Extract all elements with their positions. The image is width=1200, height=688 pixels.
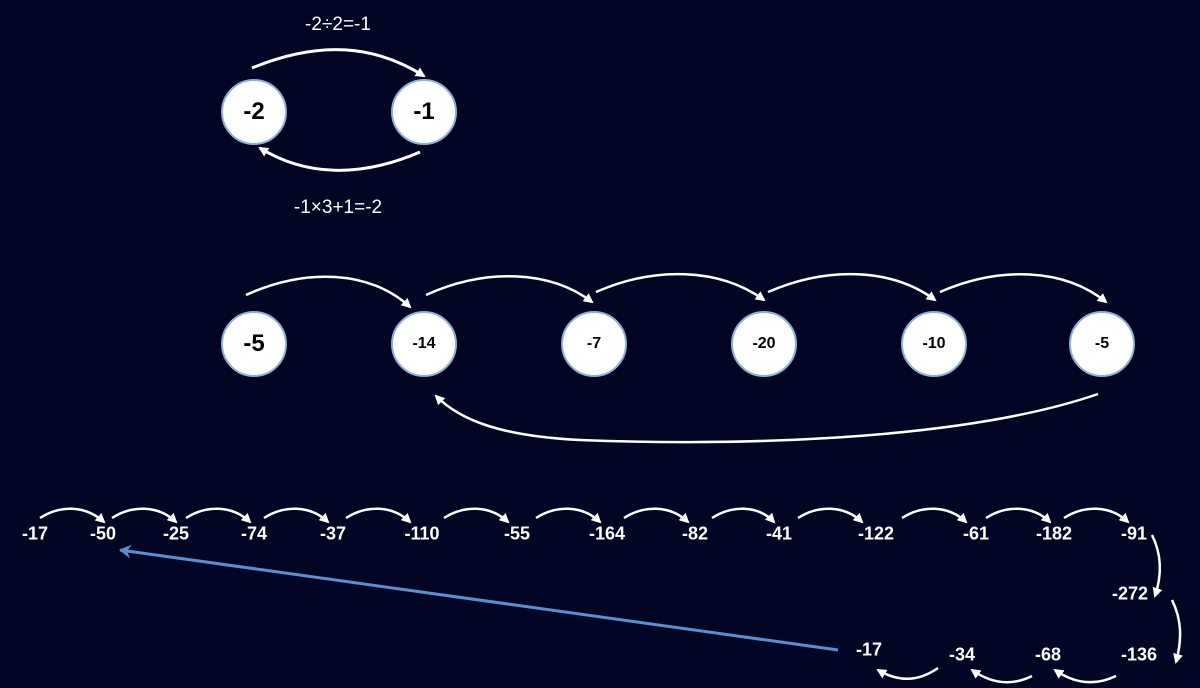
cycle3-loop-arrow [119,544,839,652]
cycle3-arrow-1 [39,507,106,524]
cycle2-node-1: -5 [221,311,287,377]
cycle1-node-minus-1: -1 [391,79,457,145]
cycle2-arrow-1 [245,275,412,309]
cycle3-number: -74 [240,523,268,544]
cycle3-number: -122 [857,523,895,544]
cycle3-number: -55 [503,523,531,544]
cycle3-arrow-5 [345,507,412,524]
cycle1-node-minus-2: -2 [221,79,287,145]
cycle3-arrow-4 [263,507,330,524]
cycle3-arrow-8 [623,507,690,524]
cycle2-node-3: -7 [561,311,627,377]
cycle3-arrow-18 [876,666,939,680]
cycle2-arrow-3 [595,272,766,302]
cycle3-number: -50 [89,523,117,544]
cycle3-arrow-17 [970,668,1033,684]
cycle1-arrow-top [251,48,426,78]
cycle3-number: -41 [765,523,793,544]
cycle3-number: -61 [962,523,990,544]
cycle3-arrow-9 [711,507,776,524]
cycle2-arrow-2 [425,275,594,304]
cycle3-arrow-12 [985,507,1052,524]
cycle1-top-equation: -2÷2=-1 [305,14,371,35]
cycle2-node-5: -10 [901,311,967,377]
cycle3-number: -68 [1034,644,1062,665]
cycle3-arrow-14 [1150,534,1163,598]
cycle2-arrow-5 [939,273,1108,304]
cycle2-node-4: -20 [731,311,797,377]
cycle2-node-2: -14 [391,311,457,377]
cycle3-arrow-6 [443,507,510,524]
cycle3-number: -136 [1120,644,1158,665]
cycle3-arrow-13 [1063,507,1130,524]
cycle3-number: -17 [21,523,49,544]
cycle3-number: -25 [162,523,190,544]
cycle3-number: -164 [588,523,626,544]
cycle3-arrow-10 [797,507,864,524]
cycle3-number: -82 [681,523,709,544]
cycle3-number: -272 [1111,583,1149,604]
cycle2-node-6: -5 [1069,311,1135,377]
cycle2-return-arrow [434,392,1099,444]
cycle1-bottom-equation: -1×3+1=-2 [293,197,383,218]
cycle3-number: -91 [1120,523,1148,544]
cycle2-arrow-4 [767,272,937,302]
cycle3-arrow-2 [111,507,178,524]
cycle3-arrow-3 [185,507,252,524]
cycle3-number: -110 [404,523,440,544]
cycle3-arrow-7 [535,507,602,524]
cycle3-arrow-15 [1170,599,1183,664]
cycle3-number: -34 [948,644,976,665]
cycle3-arrow-16 [1053,668,1117,684]
cycle3-number: -17 [855,639,883,660]
cycle3-number: -182 [1035,523,1073,544]
cycle3-arrow-11 [901,507,968,524]
cycle1-arrow-bottom [258,146,421,172]
cycle3-number: -37 [319,523,347,544]
cycle3-arrows [39,507,1183,684]
